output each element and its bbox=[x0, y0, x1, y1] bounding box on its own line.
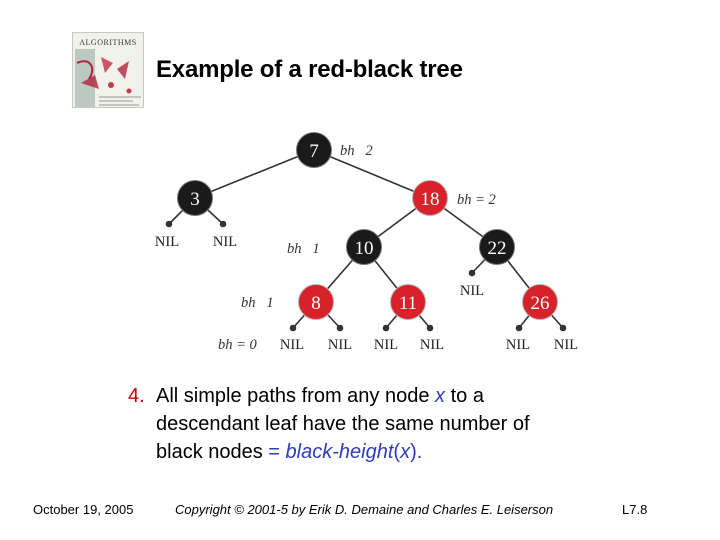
tree-nodes: 7 3 18 10 22 8 11 26 bbox=[177, 132, 558, 320]
edge-end-dot bbox=[515, 324, 523, 332]
svg-text:8: 8 bbox=[311, 293, 321, 314]
footer-copyright: Copyright © 2001-5 by Erik D. Demaine an… bbox=[175, 502, 554, 517]
footer-date: October 19, 2005 bbox=[33, 502, 134, 517]
node-26: 26 bbox=[522, 284, 558, 320]
black-height-labels: bh 2 bh = 2 bh 1 bh 1 bh = 0 bbox=[218, 143, 496, 353]
nil-leaf: NIL bbox=[420, 337, 444, 353]
svg-text:26: 26 bbox=[531, 293, 550, 314]
bh-label-18: bh = 2 bbox=[457, 192, 496, 208]
nil-leaf: NIL bbox=[328, 337, 352, 353]
node-18: 18 bbox=[412, 180, 448, 216]
edge-end-dot bbox=[165, 220, 173, 228]
nil-leaf: NIL bbox=[554, 337, 578, 353]
edge-end-dot bbox=[382, 324, 390, 332]
property-line-2: descendant leaf have the same number of bbox=[156, 413, 530, 435]
edge-end-dot bbox=[219, 220, 227, 228]
bh-label-8: bh 1 bbox=[241, 295, 274, 311]
svg-text:11: 11 bbox=[399, 293, 417, 314]
property-line-1: All simple paths from any node x to a bbox=[156, 385, 484, 407]
cover-art bbox=[73, 33, 143, 107]
node-8: 8 bbox=[298, 284, 334, 320]
nil-leaf: NIL bbox=[155, 234, 179, 250]
node-7: 7 bbox=[296, 132, 332, 168]
property-line-3: black nodes = black-height(x). bbox=[156, 441, 423, 463]
edge-7-3 bbox=[194, 149, 315, 199]
svg-text:7: 7 bbox=[309, 141, 319, 162]
nil-leaf: NIL bbox=[280, 337, 304, 353]
nil-leaf: NIL bbox=[506, 337, 530, 353]
svg-text:10: 10 bbox=[355, 238, 374, 259]
edge-end-dot bbox=[289, 324, 297, 332]
node-3: 3 bbox=[177, 180, 213, 216]
edge-end-dot bbox=[426, 324, 434, 332]
bh-label-10: bh 1 bbox=[287, 241, 320, 257]
cover-title: ALGORITHMS bbox=[79, 38, 137, 47]
svg-text:22: 22 bbox=[488, 238, 507, 259]
svg-text:3: 3 bbox=[190, 189, 200, 210]
property-number: 4. bbox=[128, 385, 145, 407]
book-cover-image: ALGORITHMS bbox=[72, 32, 144, 108]
property-statement: 4. All simple paths from any node x to a… bbox=[126, 382, 646, 466]
node-22: 22 bbox=[479, 229, 515, 265]
bh-label-leaves: bh = 0 bbox=[218, 337, 258, 353]
svg-text:18: 18 bbox=[421, 189, 440, 210]
nil-leaf: NIL bbox=[460, 283, 484, 299]
node-10: 10 bbox=[346, 229, 382, 265]
node-11: 11 bbox=[390, 284, 426, 320]
edge-7-18 bbox=[313, 149, 431, 199]
footer-slide-number: L7.8 bbox=[622, 502, 648, 517]
bh-label-root: bh 2 bbox=[340, 143, 373, 159]
nil-leaves: NIL NIL NIL NIL NIL NIL NIL NIL NIL bbox=[155, 234, 578, 353]
edge-end-dot bbox=[468, 269, 476, 277]
nil-leaf: NIL bbox=[213, 234, 237, 250]
edge-end-dot bbox=[336, 324, 344, 332]
slide-title: Example of a red-black tree bbox=[156, 56, 463, 83]
edge-end-dot bbox=[559, 324, 567, 332]
nil-leaf: NIL bbox=[374, 337, 398, 353]
